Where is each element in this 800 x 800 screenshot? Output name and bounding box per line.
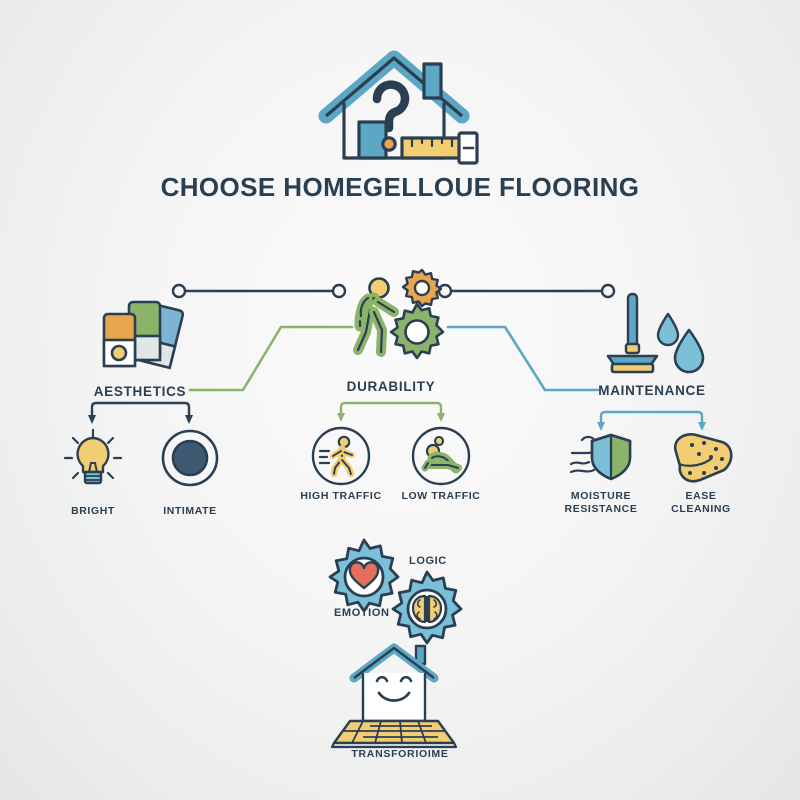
smiling-house-parquet-floor-icon [330,643,472,749]
footer-label: TRANSFORIOIME [351,748,449,760]
branch-label-maintenance: MAINTENANCE [598,383,706,398]
sponge-icon [666,430,738,486]
gear-label-logic: LOGIC [409,555,447,567]
leaf-label-high-traffic: HIGH TRAFFIC [300,490,382,502]
gear-label-emotion: EMOTION [334,607,390,619]
connector-node-left-outer [171,283,187,299]
reclining-person-icon [410,425,472,487]
leaf-label-ease-cleaning: EASE CLEANING [671,490,731,515]
gear-brain-icon [388,570,466,648]
page-title: CHOOSE HOMEGELLOUE FLOORING [160,172,640,202]
color-swatches-icon [96,296,196,374]
shield-waves-icon [568,430,640,486]
gear-heart-icon [325,538,403,616]
connector-node-left-inner [331,283,347,299]
connector-node-right-outer [600,283,616,299]
leaf-label-intimate: INTIMATE [163,505,217,517]
lightbulb-icon [62,428,124,490]
leaf-label-bright: BRIGHT [71,505,115,517]
connector-maintenance-blue [446,325,600,392]
dimmed-circle-icon [160,428,220,488]
branch-label-aesthetics: AESTHETICS [93,384,187,399]
walking-person-icon [310,425,372,487]
mop-water-drops-icon [598,292,708,376]
person-pushing-gear-icon [348,264,452,364]
branch-label-durability: DURABILITY [346,379,436,394]
house-question-measuring-tape-icon [316,44,486,169]
connector-aesthetics-green [188,325,354,392]
leaf-label-moisture-resistance: MOISTURE RESISTANCE [564,490,638,515]
leaf-label-low-traffic: LOW TRAFFIC [401,490,481,502]
